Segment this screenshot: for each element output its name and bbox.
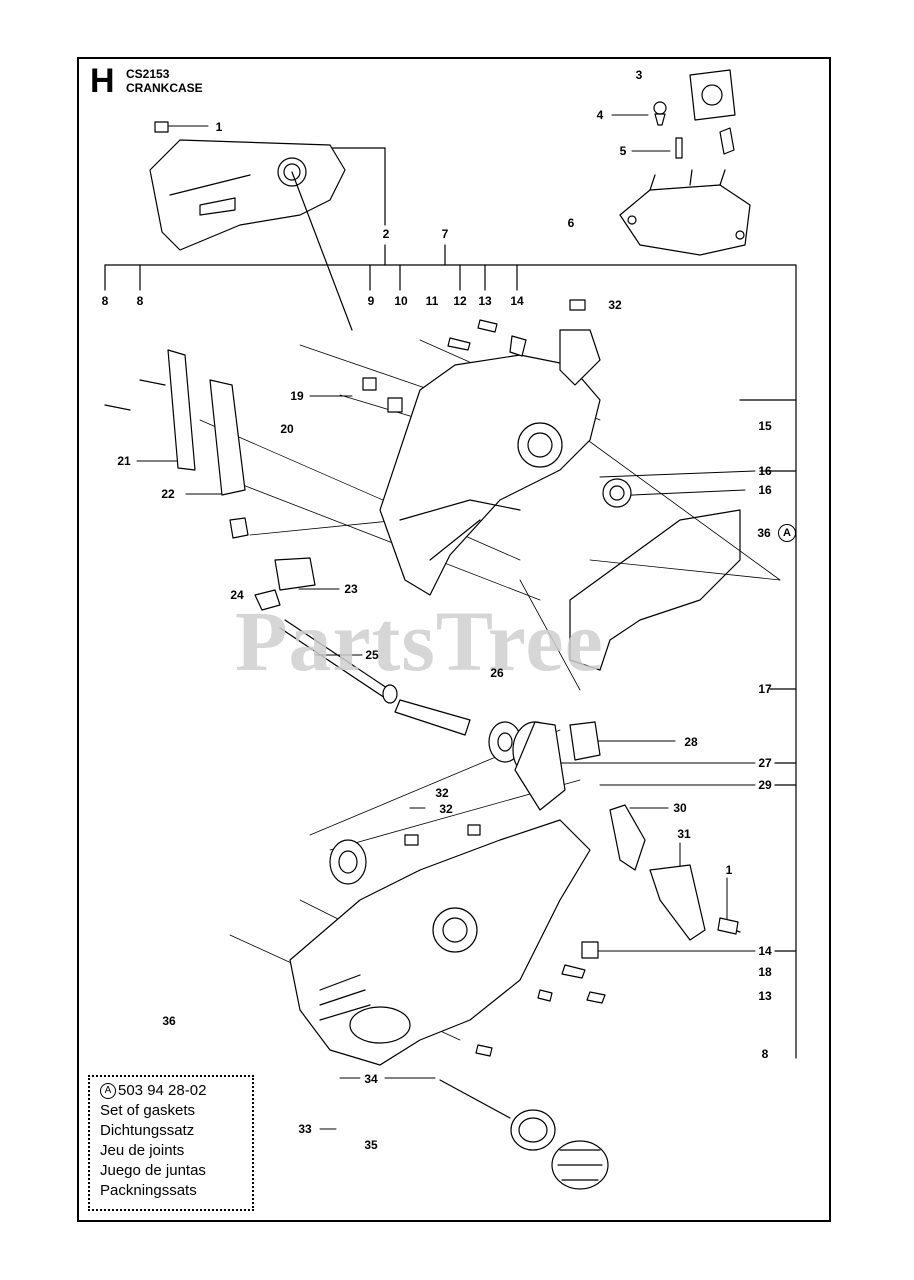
legend-line-es: Juego de juntas [100, 1162, 206, 1179]
callout-31[interactable]: 31 [677, 827, 691, 841]
callout-7[interactable]: 7 [441, 227, 449, 241]
leader-lines [136, 114, 756, 1130]
watermark-text: PartsTree [235, 593, 604, 689]
callout-11[interactable]: 11 [425, 294, 439, 308]
callout-21[interactable]: 21 [117, 454, 131, 468]
callout-12[interactable]: 12 [453, 294, 467, 308]
diagram-frame [77, 57, 831, 1222]
callout-30[interactable]: 30 [673, 801, 687, 815]
part-pump-housing [512, 721, 601, 811]
callout-14[interactable]: 14 [510, 294, 524, 308]
callout-8[interactable]: 8 [101, 294, 109, 308]
legend-part-number[interactable]: 503 94 28-02 [118, 1082, 207, 1099]
callout-26[interactable]: 26 [490, 666, 504, 680]
callout-1[interactable]: 1 [725, 863, 733, 877]
callout-9[interactable]: 9 [367, 294, 375, 308]
callout-17[interactable]: 17 [758, 682, 772, 696]
callout-4[interactable]: 4 [596, 108, 604, 122]
callout-1[interactable]: 1 [215, 120, 223, 134]
callout-8[interactable]: 8 [761, 1047, 769, 1061]
section-letter: H [90, 62, 115, 100]
callout-22[interactable]: 22 [161, 487, 175, 501]
callout-13[interactable]: 13 [478, 294, 492, 308]
callout-23[interactable]: 23 [344, 582, 358, 596]
callout-5[interactable]: 5 [619, 144, 627, 158]
callout-32[interactable]: 32 [435, 786, 449, 800]
callout-15[interactable]: 15 [758, 419, 772, 433]
part-top-cover [619, 69, 751, 256]
callout-28[interactable]: 28 [684, 735, 698, 749]
part-screws [154, 121, 739, 1057]
legend-line-en: Set of gaskets [100, 1102, 196, 1119]
callout-3[interactable]: 3 [635, 68, 643, 82]
callout-16[interactable]: 16 [758, 483, 772, 497]
callout-18[interactable]: 18 [758, 965, 772, 979]
legend-line-de: Dichtungssatz [100, 1122, 195, 1139]
part-switch [229, 517, 316, 611]
callout-32[interactable]: 32 [608, 298, 622, 312]
callout-34[interactable]: 34 [364, 1072, 378, 1086]
part-crankcase-half-lower [289, 819, 591, 1066]
callout-13[interactable]: 13 [758, 989, 772, 1003]
part-crankcase-half-upper [379, 329, 601, 596]
legend-line-fr: Jeu de joints [100, 1142, 185, 1159]
legend-marker-a: A [100, 1083, 116, 1100]
callout-36[interactable]: 36 [757, 526, 771, 540]
callout-35[interactable]: 35 [364, 1138, 378, 1152]
callout-8[interactable]: 8 [136, 294, 144, 308]
part-gaskets [569, 478, 741, 671]
callout-brackets [104, 147, 797, 1059]
callout-24[interactable]: 24 [230, 588, 244, 602]
callout-2[interactable]: 2 [382, 227, 390, 241]
part-side-plates [104, 349, 246, 496]
callout-36[interactable]: 36 [162, 1014, 176, 1028]
callout-20[interactable]: 20 [280, 422, 294, 436]
legend-line-sv: Packningssats [100, 1182, 197, 1199]
callout-32[interactable]: 32 [439, 802, 453, 816]
callout-16[interactable]: 16 [758, 464, 772, 478]
model-number: CS2153 [126, 67, 170, 81]
callout-19[interactable]: 19 [290, 389, 304, 403]
callout-33[interactable]: 33 [298, 1122, 312, 1136]
part-chain-guide [149, 139, 353, 331]
callout-29[interactable]: 29 [758, 778, 772, 792]
callout-27[interactable]: 27 [758, 756, 772, 770]
diagram-title: CRANKCASE [126, 81, 203, 95]
callout-marker-a: A [778, 524, 796, 542]
callout-6[interactable]: 6 [567, 216, 575, 230]
callout-14[interactable]: 14 [758, 944, 772, 958]
callout-25[interactable]: 25 [365, 648, 379, 662]
part-filler-cap [439, 1079, 609, 1190]
callout-10[interactable]: 10 [394, 294, 408, 308]
